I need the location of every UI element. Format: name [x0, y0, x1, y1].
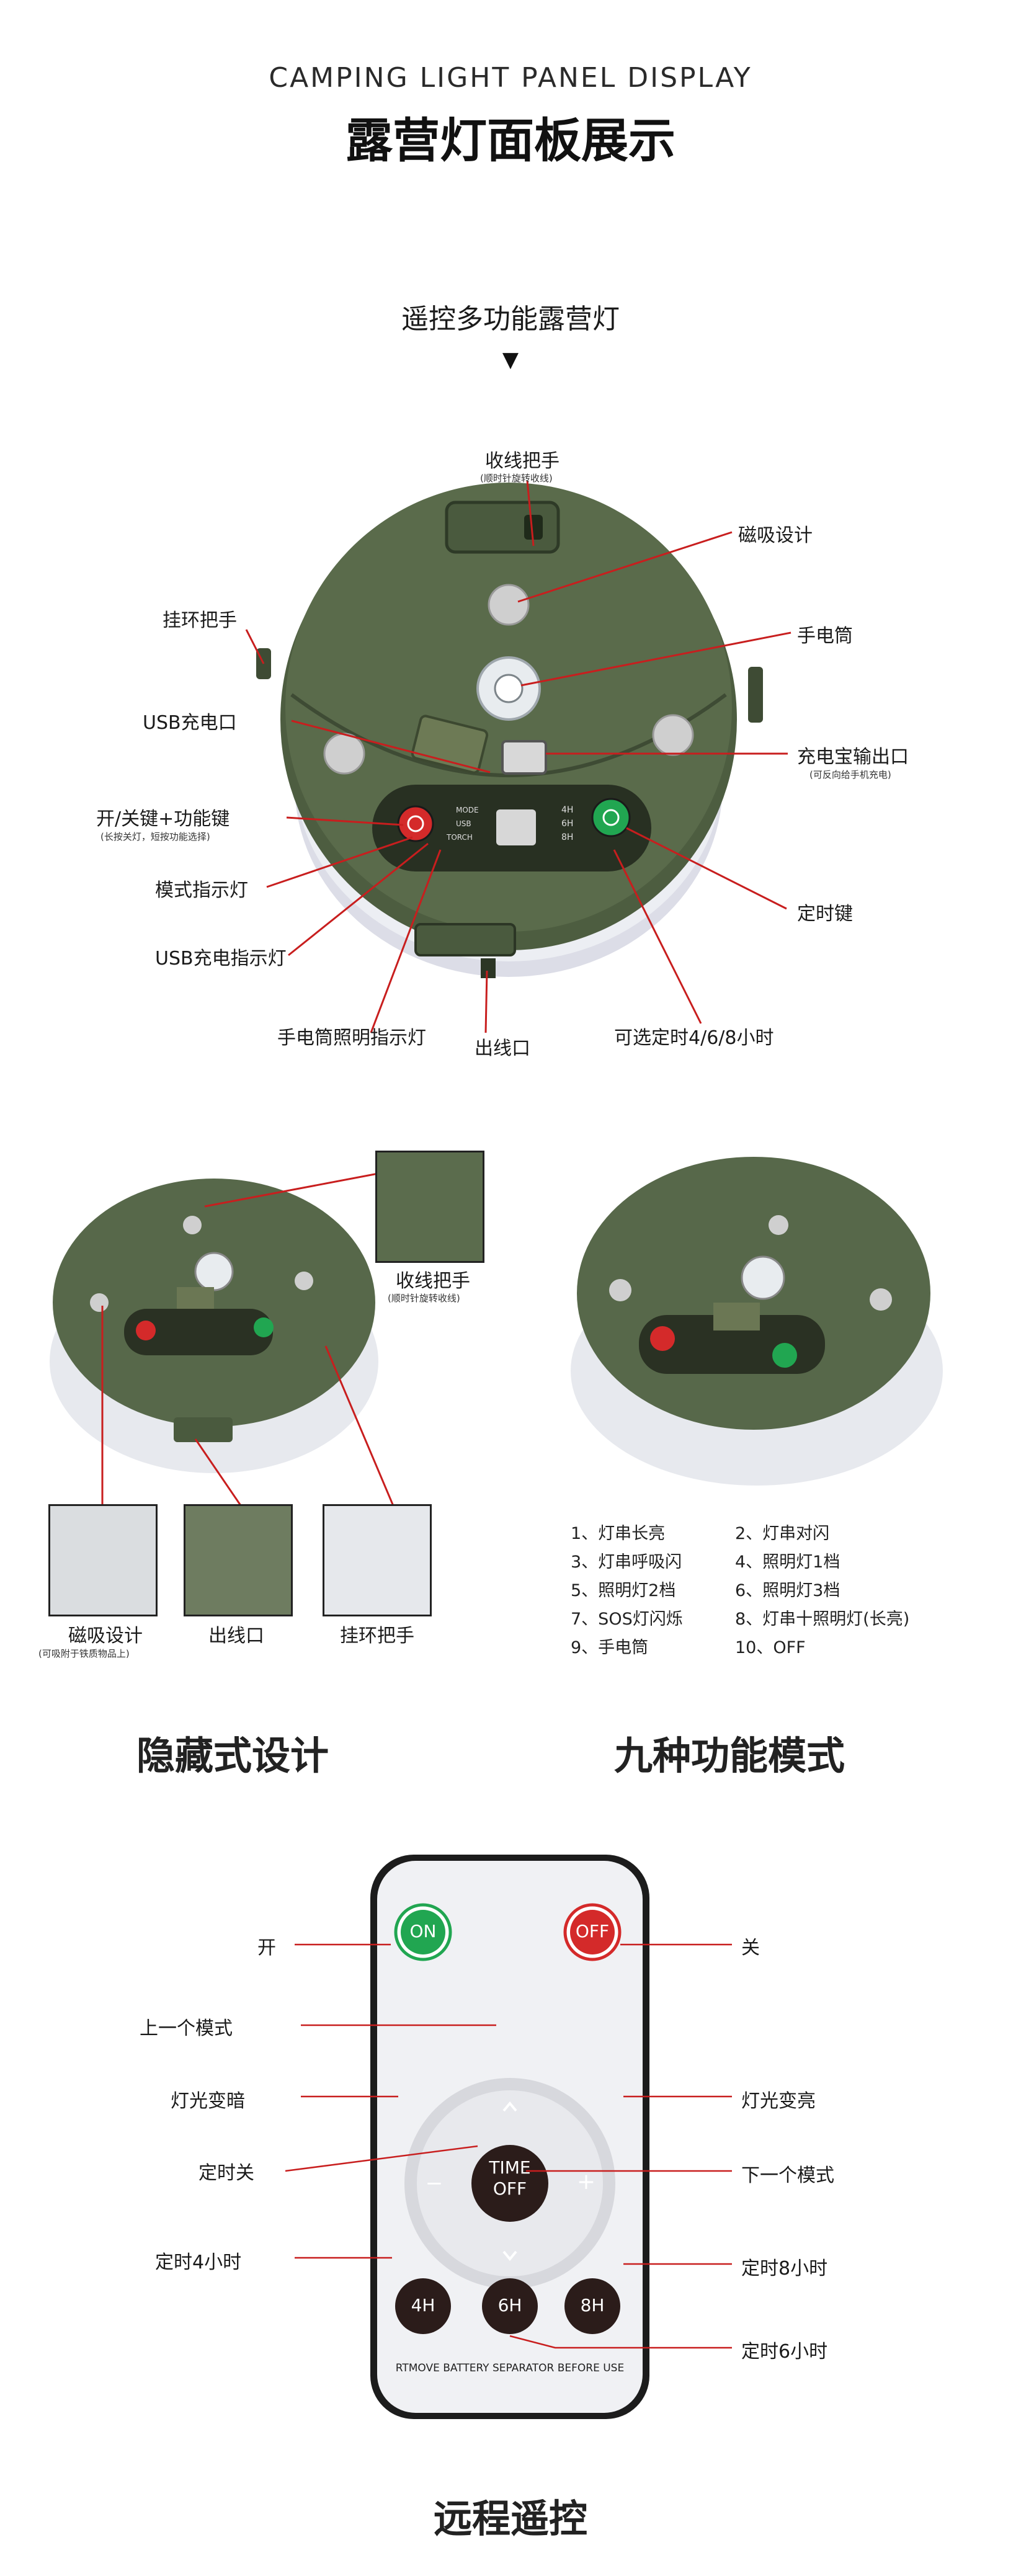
mode-item: 5、照明灯2档: [571, 1581, 676, 1600]
remote-notice: RTMOVE BATTERY SEPARATOR BEFORE USE: [395, 2362, 625, 2374]
callout-cable-out: 出线口: [475, 1038, 530, 1059]
chevron-up-icon[interactable]: [504, 2103, 519, 2115]
svg-text:8H: 8H: [561, 832, 573, 842]
mode-item: 4、照明灯1档: [735, 1553, 840, 1572]
callout-power-key: 开/关键+功能键: [96, 808, 230, 830]
remote-label-next: 下一个模式: [741, 2165, 834, 2186]
heading-remote: 远程遥控: [433, 2496, 587, 2541]
mode-item: 10、OFF: [735, 1638, 806, 1657]
callout-mode-led: 模式指示灯: [155, 880, 248, 901]
down-arrow-icon: ▼: [502, 347, 519, 372]
remote-plus-button[interactable]: +: [576, 2169, 596, 2195]
thumb-hang-ring: [323, 1504, 432, 1616]
callout-powerbank: 充电宝输出口: [797, 746, 909, 768]
svg-text:MODE: MODE: [456, 806, 479, 814]
inset-label: 收线把手: [396, 1270, 470, 1292]
svg-text:4H: 4H: [561, 805, 573, 815]
remote-illustration: [285, 1855, 732, 2419]
thumb-label-hang-ring: 挂环把手: [340, 1625, 414, 1647]
heading-hidden-design: 隐藏式设计: [136, 1733, 329, 1778]
title-en: CAMPING LIGHT PANEL DISPLAY: [269, 62, 752, 94]
remote-label-off: 关: [741, 1937, 760, 1959]
thumb-label-cable: 出线口: [208, 1625, 264, 1647]
product-main-illustration: MODE USB TORCH 4H 6H 8H: [245, 480, 791, 1033]
mode-item: 6、照明灯3档: [735, 1581, 840, 1600]
callout-timer-key: 定时键: [797, 903, 853, 925]
heading-nine-modes: 九种功能模式: [614, 1733, 845, 1778]
callout-timer-options: 可选定时4/6/8小时: [614, 1027, 774, 1049]
remote-minus-button[interactable]: −: [425, 2171, 444, 2196]
remote-4h-button[interactable]: 4H: [411, 2295, 435, 2315]
svg-text:6H: 6H: [561, 819, 573, 829]
callout-magnet: 磁吸设计: [738, 525, 813, 546]
mode-item: 3、灯串呼吸闪: [571, 1553, 682, 1572]
remote-label-4h: 定时4小时: [155, 2252, 242, 2273]
callout-usb-port: USB充电口: [143, 712, 237, 734]
svg-text:USB: USB: [456, 819, 471, 828]
callout-powerbank-note: (可反向给手机充电): [809, 769, 891, 780]
inset-photo-retract-handle: [375, 1151, 484, 1263]
remote-label-on: 开: [257, 1937, 276, 1959]
svg-text:TORCH: TORCH: [446, 833, 473, 842]
callout-retract-handle-note: (顺时针旋转收线): [480, 473, 553, 484]
remote-label-dim: 灯光变暗: [171, 2090, 245, 2112]
mode-item: 2、灯串对闪: [735, 1524, 830, 1543]
title-cn: 露营灯面板展示: [346, 113, 675, 168]
callout-usb-led: USB充电指示灯: [155, 948, 287, 969]
product-hidden-design-illustrations: [50, 1157, 943, 1508]
thumb-label-magnet: 磁吸设计: [68, 1625, 143, 1647]
thumb-magnet: [48, 1504, 158, 1616]
thumb-note-magnet: (可吸附于铁质物品上): [38, 1648, 130, 1659]
mode-item: 7、SOS灯闪烁: [571, 1610, 683, 1629]
remote-6h-button[interactable]: 6H: [497, 2295, 522, 2315]
thumb-cable: [184, 1504, 293, 1616]
remote-label-bright: 灯光变亮: [741, 2090, 816, 2112]
remote-label-8h: 定时8小时: [741, 2258, 828, 2280]
chevron-down-icon[interactable]: [504, 2250, 519, 2263]
remote-label-6h: 定时6小时: [741, 2341, 828, 2363]
remote-on-button[interactable]: ON: [409, 1921, 437, 1941]
remote-label-prev: 上一个模式: [140, 2018, 233, 2039]
remote-time-off-button[interactable]: OFF: [493, 2178, 527, 2199]
callout-torch-led: 手电筒照明指示灯: [277, 1027, 426, 1049]
callout-retract-handle: 收线把手: [485, 450, 560, 472]
remote-label-timer-off: 定时关: [198, 2162, 254, 2184]
remote-off-button[interactable]: OFF: [575, 1921, 610, 1941]
mode-item: 1、灯串长亮: [571, 1524, 666, 1543]
remote-8h-button[interactable]: 8H: [580, 2295, 605, 2315]
callout-power-key-note: (长按关灯，短按功能选择): [100, 831, 210, 842]
callout-flashlight: 手电筒: [797, 625, 853, 647]
mode-item: 9、手电筒: [571, 1638, 649, 1657]
remote-time-label: TIME: [489, 2157, 531, 2178]
section1-subtitle: 遥控多功能露营灯: [401, 303, 620, 335]
inset-note: (顺时针旋转收线): [388, 1293, 460, 1304]
callout-hang-ring: 挂环把手: [163, 610, 237, 631]
mode-item: 8、灯串十照明灯(长亮): [735, 1610, 910, 1629]
